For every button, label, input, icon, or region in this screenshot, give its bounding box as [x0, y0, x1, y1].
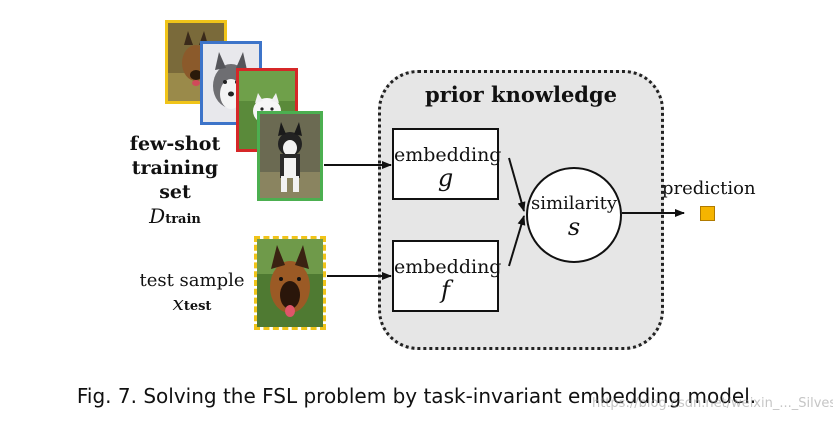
test-card [254, 236, 326, 330]
watermark: https://blog.csdn.net/weixin_..._Silvest… [592, 396, 833, 411]
similarity-symbol: s [567, 213, 581, 241]
similarity-label: similarity [530, 193, 618, 214]
test-sample-symbol: xtest [130, 292, 254, 318]
train-symbol-d: D [149, 204, 166, 228]
train-set-line1: few-shot [129, 133, 221, 155]
train-card-2 [200, 41, 262, 125]
arrow-g-to-similarity [508, 157, 526, 212]
train-set-symbol: Dtrain [115, 204, 235, 232]
embedding-g-symbol: g [437, 164, 454, 192]
test-sample-label: test sample xtest [130, 270, 254, 318]
figure-caption: Fig. 7. Solving the FSL problem by task-… [76, 384, 757, 408]
arrow-f-to-similarity [508, 215, 526, 267]
train-set-label: few-shot training set Dtrain [115, 132, 235, 232]
train-subscript: train [165, 212, 201, 227]
train-set-line2: training set [131, 157, 219, 203]
panel-title: prior knowledge [424, 82, 618, 107]
embedding-f-label: embedding [394, 256, 502, 278]
embedding-f-box: embedding f [392, 240, 502, 312]
embedding-g-label: embedding [394, 144, 502, 166]
similarity-circle: similarity s [526, 167, 622, 263]
test-symbol-x: x [172, 291, 184, 315]
train-card-4 [257, 111, 323, 201]
test-subscript: test [183, 299, 212, 314]
malamute-image [260, 114, 320, 198]
test-sample-line1: test sample [139, 270, 245, 291]
prediction-square [700, 206, 715, 221]
prediction-label: prediction [662, 178, 756, 199]
test-shepherd-image [257, 239, 323, 327]
embedding-f-symbol: f [441, 276, 450, 304]
embedding-g-box: embedding g [392, 128, 502, 200]
